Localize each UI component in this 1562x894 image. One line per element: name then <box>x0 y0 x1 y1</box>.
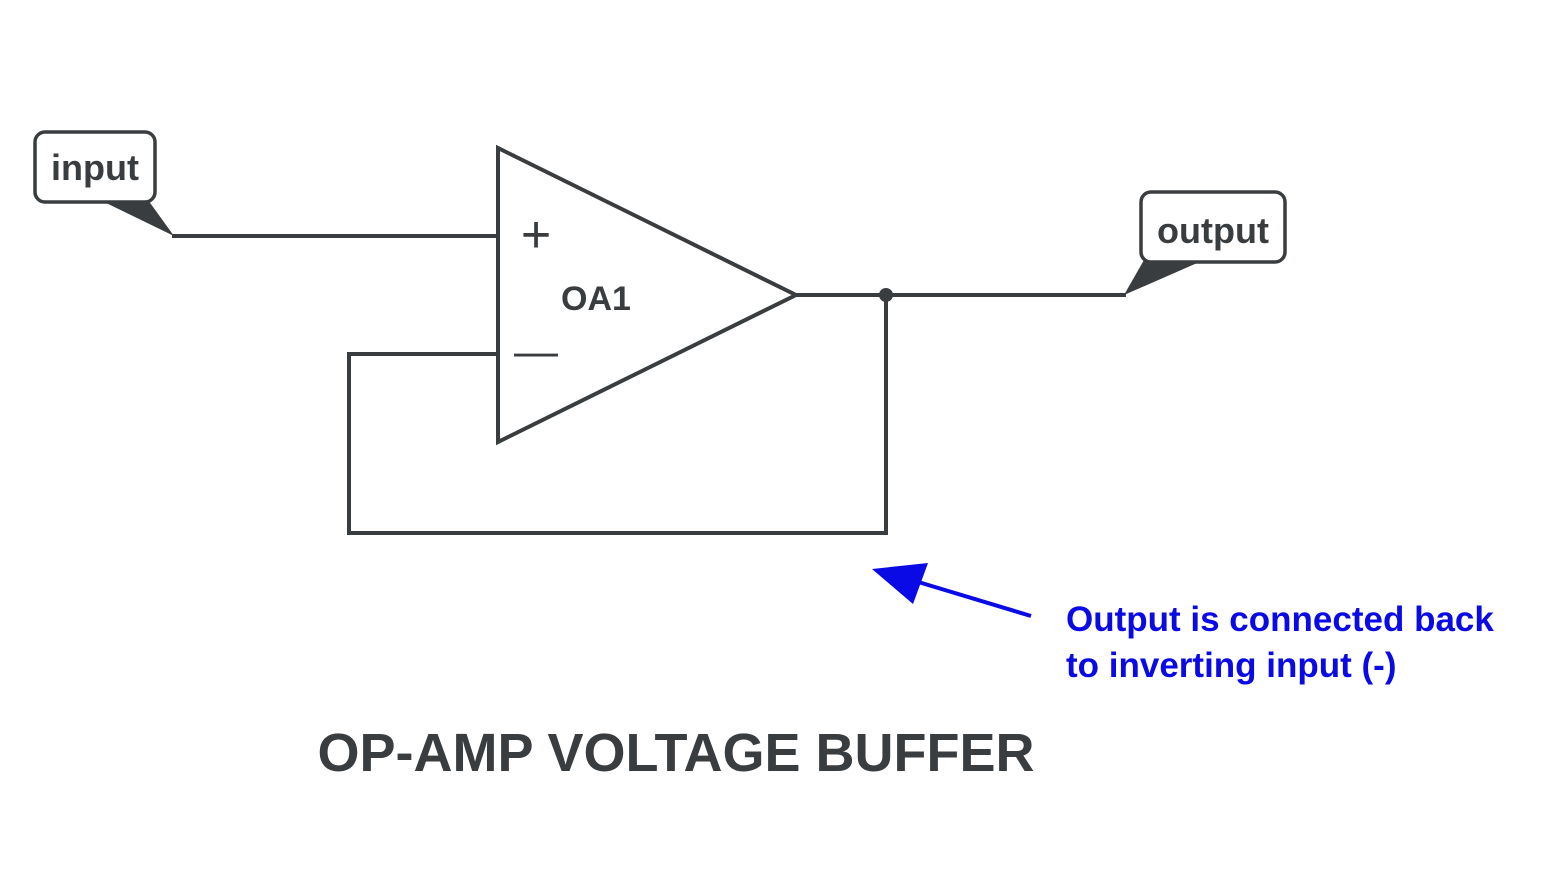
op-amp-designator: OA1 <box>561 280 631 318</box>
op-amp-symbol <box>496 144 801 446</box>
inverting-symbol: — <box>514 327 558 376</box>
feedback-wire <box>347 293 888 535</box>
diagram-title: OP-AMP VOLTAGE BUFFER <box>317 723 1034 783</box>
annotation-arrow <box>872 563 1032 618</box>
output-label-tag: output <box>1124 190 1287 295</box>
output-tag-box <box>1139 190 1287 264</box>
output-label: output <box>1157 210 1269 251</box>
output-tag-pointer <box>1124 260 1204 295</box>
annotation-line-1: Output is connected back <box>1066 600 1494 639</box>
non-inverting-symbol: + <box>521 206 551 264</box>
input-label-tag: input <box>33 130 174 236</box>
arrow-shaft <box>914 579 1032 618</box>
input-tag-box <box>33 130 157 204</box>
arrow-head <box>872 563 928 604</box>
annotation-line-2: to inverting input (-) <box>1066 646 1396 685</box>
input-label: input <box>51 147 139 188</box>
input-tag-pointer <box>100 200 174 236</box>
